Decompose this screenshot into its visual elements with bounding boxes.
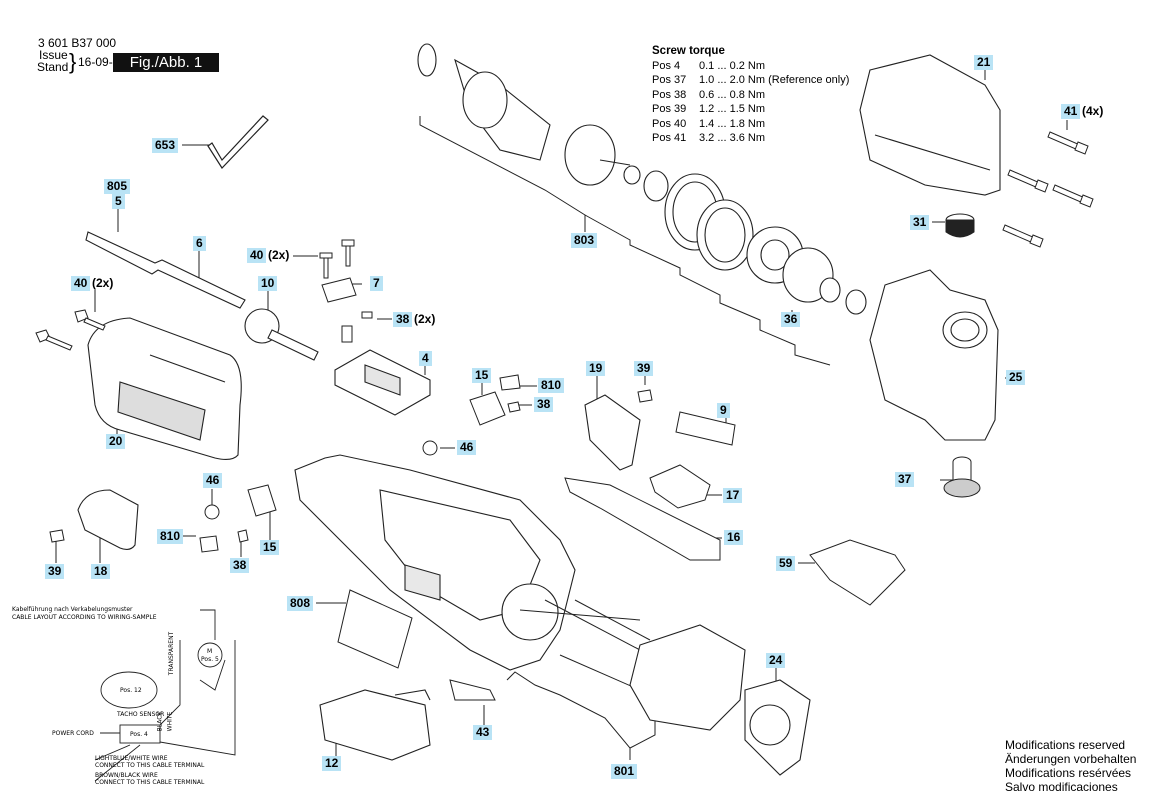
stand-label: Stand [37, 60, 69, 74]
label-810-bottom: 810 [157, 529, 184, 544]
modifications-note: Modifications reserved Änderungen vorbeh… [1005, 738, 1137, 794]
wiring-motor-pos: Pos. 5 [201, 656, 219, 663]
wiring-brown-to: CONNECT TO THIS CABLE TERMINAL [95, 779, 205, 786]
qty-38-top: (2x) [414, 312, 436, 326]
wiring-pos12: Pos. 12 [120, 687, 142, 694]
label-31: 31 [910, 215, 930, 230]
wiring-lightblue: LIGHTBLUE/WHITE WIRE [95, 755, 168, 762]
label-805: 805 [104, 179, 131, 194]
qty-40-left: (2x) [92, 276, 114, 290]
label-39-bottom: 39 [45, 564, 65, 579]
wiring-power-cord: POWER CORD [52, 730, 94, 737]
label-41: 41 [1061, 104, 1081, 119]
wiring-white: WHITE [166, 711, 174, 732]
label-10: 10 [258, 276, 278, 291]
label-46-top: 46 [457, 440, 477, 455]
label-38-top: 38 [393, 312, 413, 327]
label-810-top: 810 [538, 378, 565, 393]
label-9: 9 [717, 403, 730, 418]
label-17: 17 [723, 488, 743, 503]
label-21: 21 [974, 55, 994, 70]
label-808: 808 [287, 596, 314, 611]
label-653: 653 [152, 138, 179, 153]
label-38-mid: 38 [534, 397, 554, 412]
label-38-bottom: 38 [230, 558, 250, 573]
wiring-title-en: CABLE LAYOUT ACCORDING TO WIRING-SAMPLE [12, 614, 157, 621]
part-number: 3 601 B37 000 [38, 36, 117, 50]
wiring-pos4: Pos. 4 [130, 731, 148, 738]
label-6: 6 [193, 236, 206, 251]
label-16: 16 [724, 530, 744, 545]
wiring-brown: BROWN/BLACK WIRE [95, 772, 158, 779]
figure-label: Fig./Abb. 1 [113, 53, 219, 72]
label-801: 801 [611, 764, 638, 779]
qty-41: (4x) [1082, 104, 1104, 118]
wiring-black: BLACK [156, 711, 164, 732]
wiring-lightblue-to: CONNECT TO THIS CABLE TERMINAL [95, 762, 205, 769]
label-19: 19 [586, 361, 606, 376]
wiring-transparent: TRANSPARENT [168, 631, 176, 676]
label-40-top: 40 [247, 248, 267, 263]
label-15-bottom: 15 [260, 540, 280, 555]
label-46-bottom: 46 [203, 473, 223, 488]
label-39-top: 39 [634, 361, 654, 376]
label-15-top: 15 [472, 368, 492, 383]
issue-label: Issue [39, 48, 68, 62]
wiring-tacho: TACHO SENSOR [117, 711, 165, 718]
label-24: 24 [766, 653, 786, 668]
label-4: 4 [419, 351, 432, 366]
label-25: 25 [1006, 370, 1026, 385]
label-5: 5 [112, 194, 125, 209]
label-12: 12 [322, 756, 342, 771]
label-40-left: 40 [71, 276, 91, 291]
qty-40-top: (2x) [268, 248, 290, 262]
label-20: 20 [106, 434, 126, 449]
label-36: 36 [781, 312, 801, 327]
label-37: 37 [895, 472, 915, 487]
label-803: 803 [571, 233, 598, 248]
label-18: 18 [91, 564, 111, 579]
wiring-motor: M [207, 648, 213, 655]
label-43: 43 [473, 725, 493, 740]
label-7: 7 [370, 276, 383, 291]
torque-title: Screw torque [652, 45, 725, 57]
wiring-title-de: Kabelführung nach Verkabelungsmuster [12, 606, 133, 613]
label-59: 59 [776, 556, 796, 571]
brace: } [69, 49, 77, 74]
